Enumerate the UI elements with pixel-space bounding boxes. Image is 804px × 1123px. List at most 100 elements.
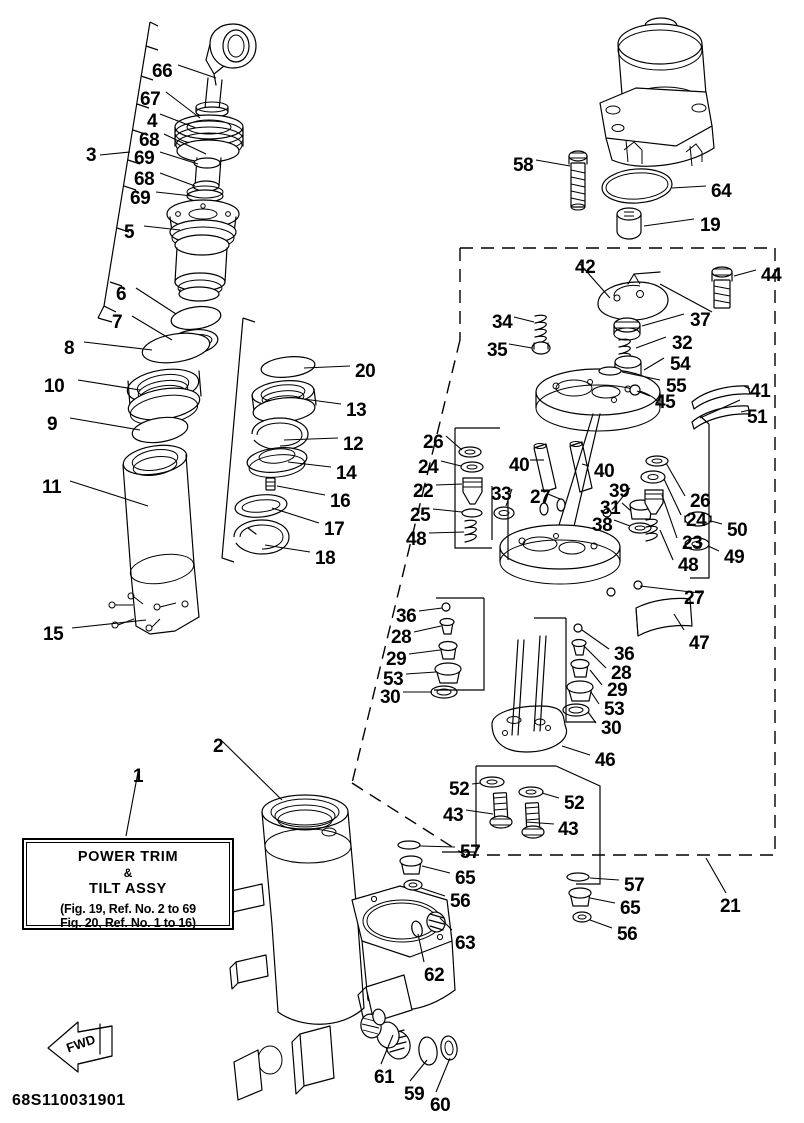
valve-hardware-right [562, 623, 594, 717]
title-line-4: (Fig. 19, Ref. No. 2 to 69 [60, 902, 196, 916]
callout-13: 13 [346, 400, 367, 421]
callout-61: 61 [374, 1067, 395, 1088]
group-brackets [434, 283, 741, 885]
callout-68: 68 [139, 130, 160, 151]
callout-40: 40 [594, 461, 615, 482]
callout-45: 45 [655, 392, 676, 413]
callout-52: 52 [449, 779, 470, 800]
callout-67: 67 [140, 89, 161, 110]
callout-20: 20 [355, 361, 376, 382]
callout-49: 49 [724, 547, 745, 568]
callout-57: 57 [460, 842, 481, 863]
callout-59: 59 [404, 1084, 425, 1105]
callout-12: 12 [343, 434, 364, 455]
callout-48: 48 [678, 555, 699, 576]
callout-63: 63 [455, 933, 476, 954]
callout-36: 36 [614, 644, 635, 665]
upper-valve-body [535, 366, 751, 432]
callout-4: 4 [147, 111, 158, 132]
callout-47: 47 [689, 633, 710, 654]
callout-54: 54 [670, 354, 691, 375]
callout-24: 24 [686, 510, 707, 531]
callout-37: 37 [690, 310, 711, 331]
callout-18: 18 [315, 548, 336, 569]
callout-53: 53 [383, 669, 404, 690]
callout-27: 27 [684, 588, 705, 609]
callout-23: 23 [682, 533, 703, 554]
relief-valve-stack-left [458, 446, 484, 543]
valve-hardware-left [430, 602, 462, 699]
callout-29: 29 [386, 649, 407, 670]
callout-1: 1 [133, 766, 144, 787]
callout-29: 29 [607, 680, 628, 701]
callout-28: 28 [391, 627, 412, 648]
callout-69: 69 [130, 188, 151, 209]
outer-cylinder-assembly [108, 332, 211, 635]
callout-25: 25 [410, 505, 431, 526]
callout-3: 3 [86, 145, 97, 166]
callout-48: 48 [406, 529, 427, 550]
fwd-label: FWD [64, 1031, 98, 1056]
fwd-arrow-shape [47, 1021, 113, 1073]
callout-41: 41 [750, 381, 771, 402]
callout-65: 65 [620, 898, 641, 919]
callout-42: 42 [575, 257, 596, 278]
callout-64: 64 [711, 181, 732, 202]
callout-43: 43 [558, 819, 579, 840]
callout-58: 58 [513, 155, 534, 176]
callout-51: 51 [747, 407, 768, 428]
callout-6: 6 [116, 284, 127, 305]
callout-52: 52 [564, 793, 585, 814]
callout-32: 32 [672, 333, 693, 354]
callout-26: 26 [690, 491, 711, 512]
dashed-region-21 [351, 247, 776, 856]
callout-14: 14 [336, 463, 357, 484]
callout-31: 31 [600, 498, 621, 519]
callout-46: 46 [595, 750, 616, 771]
motor-hardware [568, 150, 673, 240]
fwd-direction-marker: FWD [44, 1020, 122, 1072]
callout-16: 16 [330, 491, 351, 512]
tilt-rod-assembly [166, 23, 257, 355]
callout-9: 9 [47, 414, 58, 435]
callout-35: 35 [487, 340, 508, 361]
bracket-group-18 [221, 317, 256, 563]
callout-39: 39 [609, 481, 630, 502]
callout-30: 30 [601, 718, 622, 739]
callout-56: 56 [450, 891, 471, 912]
title-line-2: & [123, 866, 133, 880]
relief-valve-stack-right [640, 455, 712, 551]
title-line-3: TILT ASSY [89, 881, 167, 897]
callout-24: 24 [418, 457, 439, 478]
callout-50: 50 [727, 520, 748, 541]
callout-19: 19 [700, 215, 721, 236]
callout-66: 66 [152, 61, 173, 82]
middle-seal-stack [233, 356, 317, 555]
lower-valve-body [499, 524, 693, 637]
callout-56: 56 [617, 924, 638, 945]
lower-fasteners [397, 776, 592, 923]
callout-60: 60 [430, 1095, 451, 1116]
title-line-5: Fig. 20, Ref. No. 1 to 16) [60, 916, 196, 930]
base-plate-46 [491, 635, 568, 753]
title-line-1: POWER TRIM [77, 849, 179, 865]
callout-53: 53 [604, 699, 625, 720]
bracket-group-3 [97, 21, 159, 323]
callout-38: 38 [592, 515, 613, 536]
callout-33: 33 [491, 484, 512, 505]
callout-43: 43 [443, 805, 464, 826]
trim-tilt-main-body [224, 794, 458, 1101]
callout-30: 30 [380, 687, 401, 708]
callout-69: 69 [134, 148, 155, 169]
callout-44: 44 [761, 265, 782, 286]
callout-8: 8 [64, 338, 75, 359]
callout-5: 5 [124, 222, 135, 243]
trim-motor [599, 17, 715, 167]
callout-11: 11 [42, 477, 62, 498]
callout-40: 40 [509, 455, 530, 476]
callout-7: 7 [112, 312, 123, 333]
callout-26: 26 [423, 432, 444, 453]
callout-62: 62 [424, 965, 445, 986]
